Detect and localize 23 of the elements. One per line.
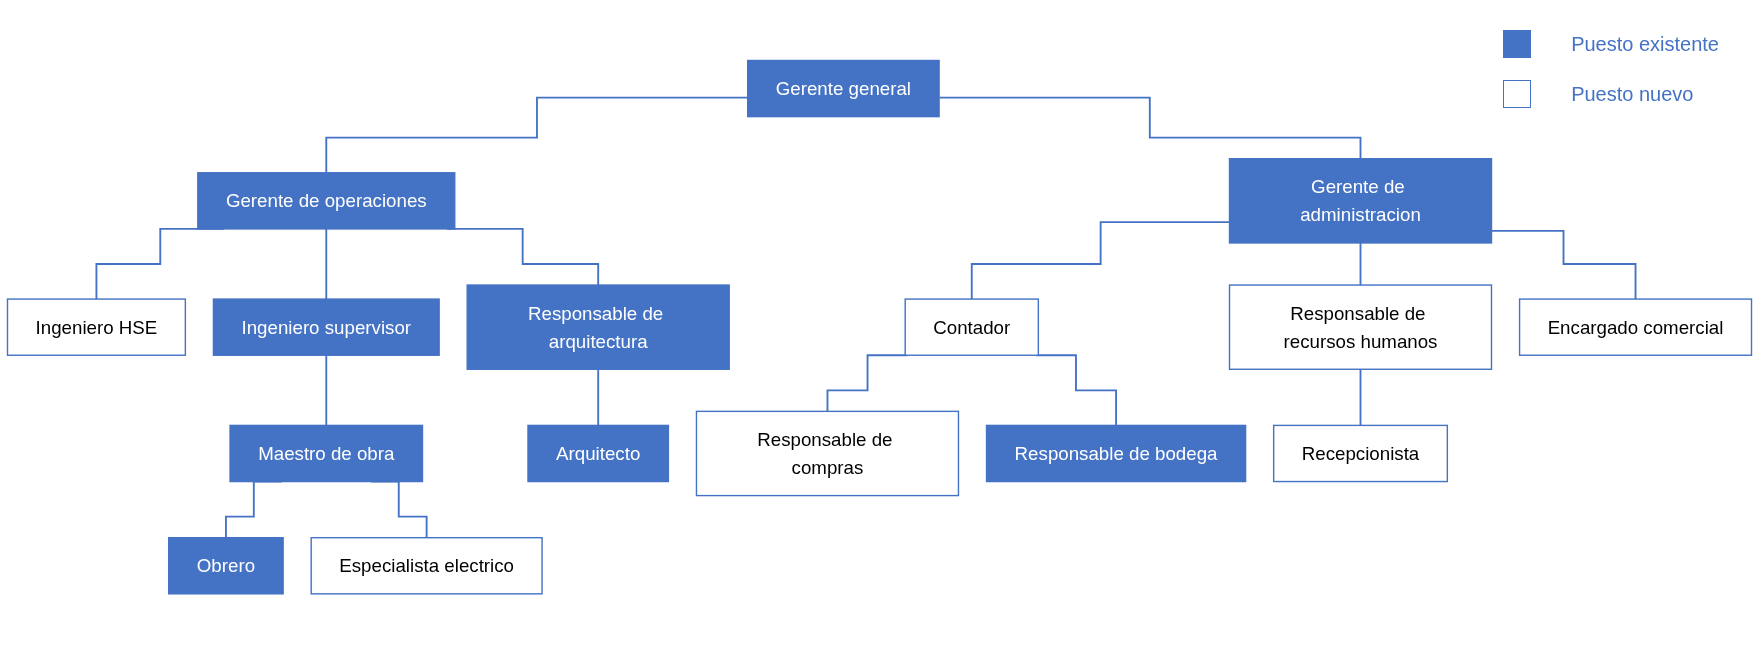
- node-box: Gerente de administracion: [1228, 157, 1493, 244]
- node-box: Ingeniero HSE: [6, 298, 187, 356]
- connector: [325, 354, 328, 427]
- legend-label: Puesto nuevo: [1571, 82, 1694, 106]
- node-box: Responsable de recursos humanos: [1228, 284, 1493, 370]
- node-box: Recepcionista: [1272, 424, 1449, 483]
- node-box: Arquitecto: [527, 424, 670, 483]
- connector: [325, 227, 328, 300]
- node-box: Gerente general: [747, 59, 940, 118]
- node-box: Ingeniero supervisor: [212, 298, 440, 356]
- node-box: Gerente de operaciones: [197, 171, 456, 230]
- node-box: Responsable de bodega: [985, 424, 1247, 483]
- node-box: Maestro de obra: [229, 424, 424, 483]
- node-box: Contador: [904, 298, 1040, 356]
- node-box: Responsable de compras: [695, 410, 960, 497]
- node-box: Especialista electrico: [310, 536, 543, 595]
- connector: [1359, 241, 1362, 286]
- node-box: Obrero: [168, 536, 284, 595]
- node-box: Encargado comercial: [1518, 298, 1753, 356]
- legend-label: Puesto existente: [1571, 32, 1719, 56]
- node-box: Responsable de arquitectura: [466, 284, 730, 370]
- connector: [597, 368, 600, 427]
- connector: [1359, 368, 1362, 427]
